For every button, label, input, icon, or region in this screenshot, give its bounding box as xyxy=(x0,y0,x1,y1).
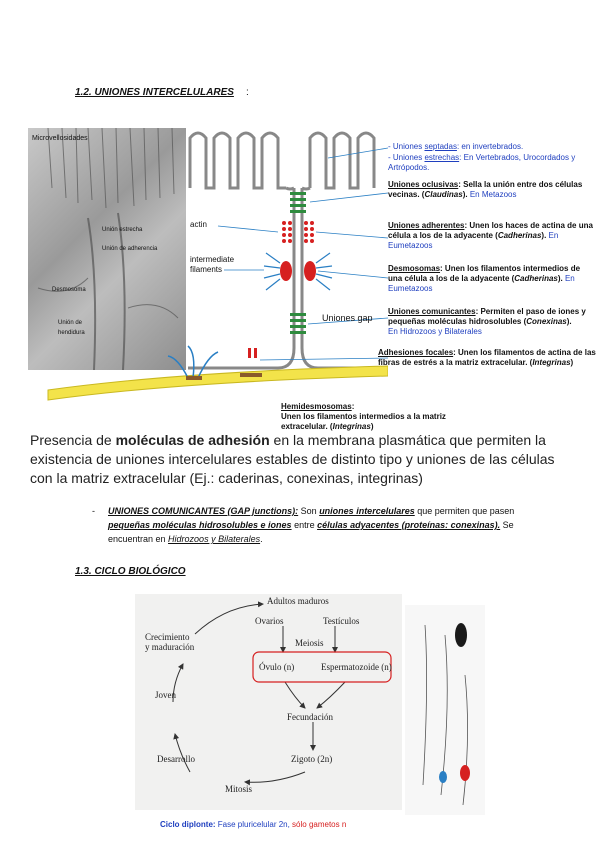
section-title-1-2: 1.2. UNIONES INTERCELULARES xyxy=(75,87,234,98)
annotation-estrechas: - Uniones estrechas: En Vertebrados, Uro… xyxy=(388,153,588,173)
gap-junction xyxy=(290,313,306,334)
annotation-desmosomas: Desmosomas: Unen los filamentos intermed… xyxy=(388,264,594,294)
section-title-suffix: : xyxy=(246,87,249,98)
annotation-oclusivas: Uniones oclusivas: Sella la unión entre … xyxy=(388,180,594,200)
annotation-comunicantes: Uniones comunicantes: Permiten el paso d… xyxy=(388,307,594,337)
cycle-ovulo: Óvulo (n) xyxy=(259,662,294,672)
adherens-junction xyxy=(282,221,314,243)
actin-label: actin xyxy=(190,220,207,230)
cycle-adultos: Adultos maduros xyxy=(267,596,329,606)
cycle-crecimiento: Crecimiento y maduración xyxy=(145,632,194,652)
tight-junction xyxy=(290,192,306,213)
annotation-hemidesmosomas: Hemidesmosomas: Unen los filamentos inte… xyxy=(281,392,461,432)
annotation-adherentes: Uniones adherentes: Unen los haces de ac… xyxy=(388,221,594,251)
cycle-desarrollo: Desarrollo xyxy=(157,754,195,764)
microvilli xyxy=(190,133,374,189)
bullet-dash: - xyxy=(92,504,95,518)
annotation-adhesiones-focales: Adhesiones focales: Unen los filamentos … xyxy=(378,348,596,368)
cycle-espermatozoide: Espermatozoide (n) xyxy=(321,662,392,672)
cycle-joven: Joven xyxy=(155,690,176,700)
cycle-cigoto: Zigoto (2n) xyxy=(291,754,332,764)
cycle-ovarios: Ovarios xyxy=(255,616,284,626)
cycle-mitosis: Mitosis xyxy=(225,784,252,794)
sperm-illustration xyxy=(405,605,485,815)
gap-label: Uniones gap xyxy=(322,313,373,323)
life-cycle-diagram: Adultos maduros Ovarios Testículos Meios… xyxy=(135,594,402,810)
cycle-arrows xyxy=(135,594,402,810)
section-title-1-3: 1.3. CICLO BIOLÓGICO xyxy=(75,566,186,577)
cycle-meiosis: Meiosis xyxy=(295,638,324,648)
gap-junction-bullet: UNIONES COMUNICANTES (GAP junctions): So… xyxy=(108,504,548,546)
intermediate-filaments-label: intermediate filaments xyxy=(190,255,234,275)
cycle-caption: Ciclo diplonte: Fase pluricelular 2n, só… xyxy=(160,820,346,829)
cycle-testiculos: Testículos xyxy=(323,616,359,626)
cycle-fecundacion: Fecundación xyxy=(287,712,333,722)
adhesion-paragraph: Presencia de moléculas de adhesión en la… xyxy=(30,431,578,488)
annotation-septadas: - Uniones septadas: en invertebrados. xyxy=(388,142,593,152)
